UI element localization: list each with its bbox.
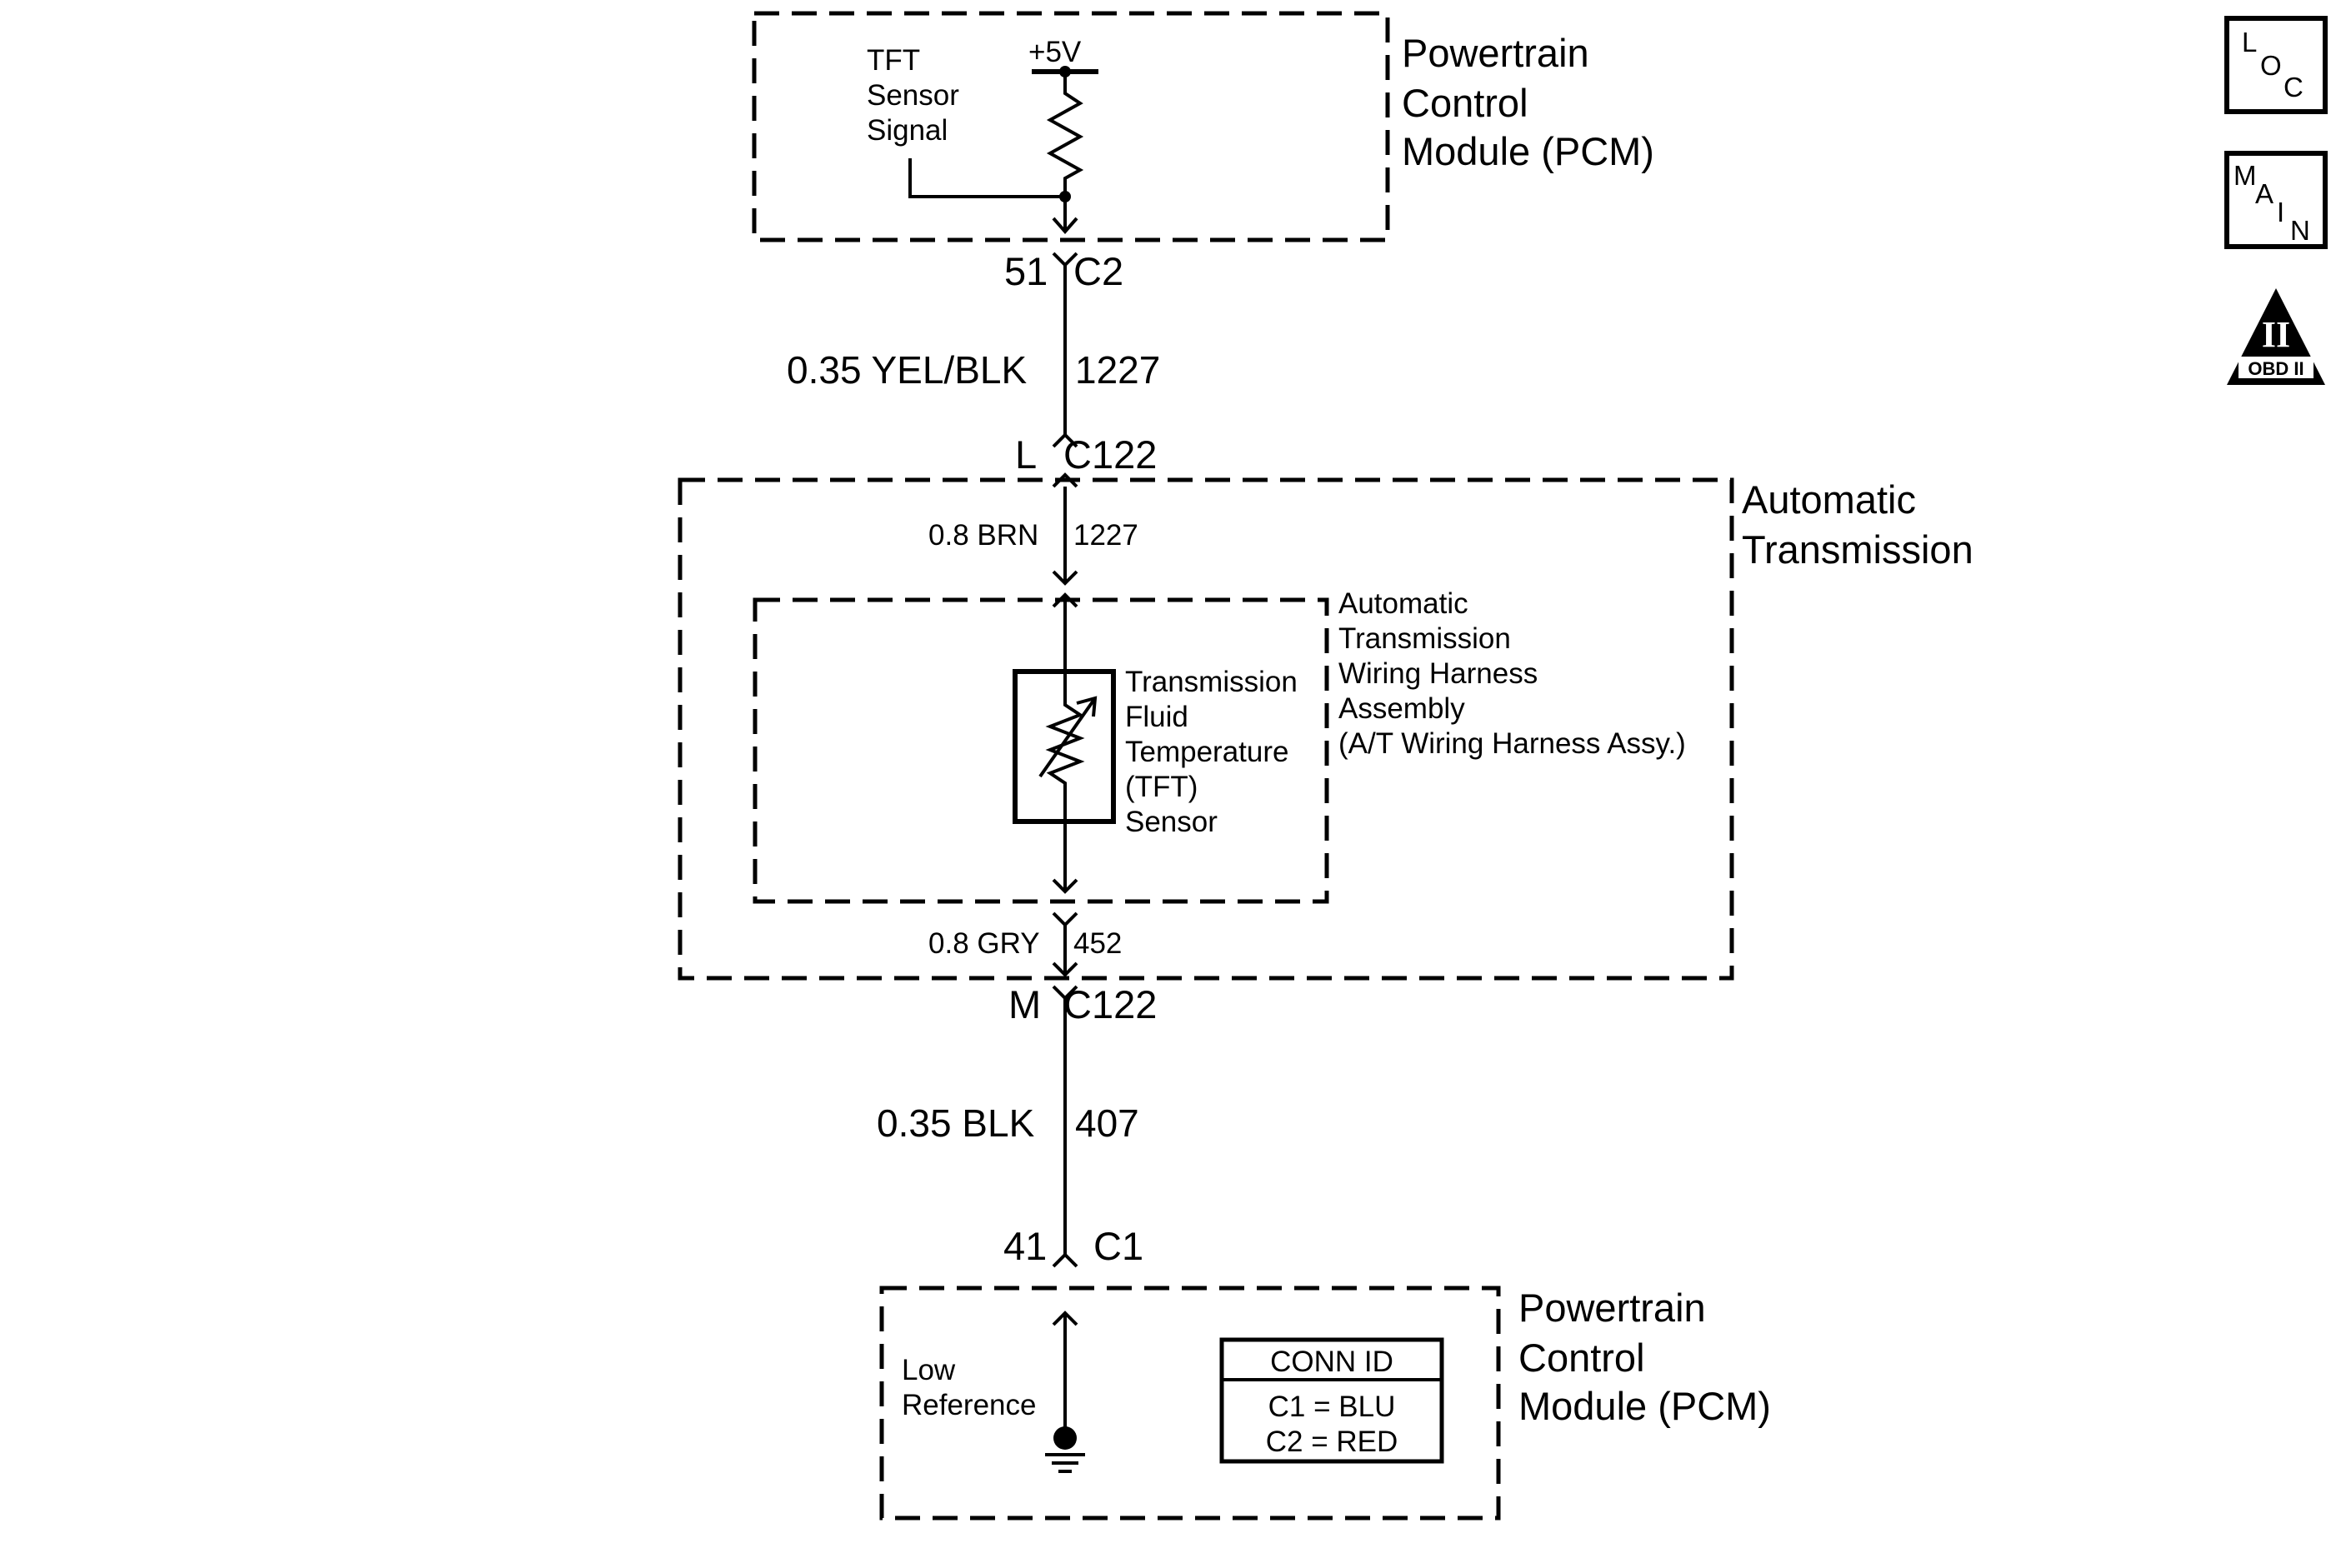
tft-signal-label-3: Signal [867,114,948,147]
tft-sensor-label-4: (TFT) [1125,771,1198,803]
c122-l-pin: L [1015,432,1037,477]
wire-1227-outer-circuit: 1227 [1075,348,1160,392]
loc-icon-letter-o: O [2260,50,2282,81]
harness-label-2: Transmission [1338,622,1511,655]
wire-407-circuit: 407 [1075,1101,1139,1145]
c2-name: C2 [1073,249,1123,293]
conn-id-frame [1219,1337,1444,1464]
pcm-top-label-3: Module (PCM) [1402,129,1654,173]
ground-icon [1045,1426,1085,1473]
wire-407-gauge-color: 0.35 BLK [877,1101,1035,1145]
connector-c122-m: M C122 [1008,982,1157,1026]
connector-c2: 51 C2 [1004,249,1123,293]
supply-5v-label: +5V [1028,36,1082,68]
harness-label-5: (A/T Wiring Harness Assy.) [1338,727,1686,760]
wire-452-gauge-color: 0.8 GRY [928,927,1040,960]
pcm-bottom-boundary [879,1286,1501,1521]
loc-icon-letter-c: C [2283,72,2303,102]
pcm-bottom-label-3: Module (PCM) [1518,1384,1771,1428]
pcm-bottom-label-2: Control [1518,1336,1645,1380]
tft-sensor-label-3: Temperature [1125,736,1288,768]
main-icon-letter-m: M [2233,160,2257,191]
obd-ii-numeral: II [2262,314,2290,355]
tft-signal-label-2: Sensor [867,79,959,112]
wire-1227-inner-arrow-icon [1052,570,1078,586]
c122-m-pin: M [1008,982,1041,1026]
loc-icon-letter-l: L [2242,27,2257,57]
c122-m-name: C122 [1063,982,1157,1026]
c1-name: C1 [1093,1224,1143,1268]
thermistor-icon [1045,672,1085,821]
tft-sensor-label-2: Fluid [1125,701,1188,733]
harness-label-3: Wiring Harness [1338,657,1538,690]
harness-label-1: Automatic [1338,587,1468,620]
wire-452-circuit: 452 [1073,927,1122,960]
pullup-resistor-icon [1046,72,1084,197]
tft-sensor-label-1: Transmission [1125,666,1298,698]
main-icon-letter-i: I [2277,197,2284,227]
pcm-bottom-module: Powertrain Control Module (PCM) Low Refe… [879,1286,1771,1521]
pcm-top-label-2: Control [1402,81,1528,125]
pcm-bottom-label-1: Powertrain [1518,1286,1706,1330]
pcm-top-module: Powertrain Control Module (PCM) TFT Sens… [752,11,1654,242]
harness-boundary [753,597,1329,904]
thermistor-variable-arrow [1038,697,1097,778]
conn-id-header: CONN ID [1270,1346,1393,1378]
tft-sensor-label-5: Sensor [1125,806,1218,838]
obd-ii-text: OBD II [2248,358,2303,379]
auto-trans-label-2: Transmission [1742,527,1973,572]
c1-pin: 41 [1003,1224,1047,1268]
connector-c122-l: L C122 [1015,432,1157,488]
wire-1227-inner-circuit: 1227 [1073,519,1138,552]
wire-452-arrow-icon [1052,961,1078,977]
c1-terminal-icon [1052,1252,1078,1268]
harness-label-4: Assembly [1338,692,1465,725]
loc-icon[interactable]: L O C [2224,16,2328,114]
low-reference-label-1: Low [902,1354,956,1386]
main-icon-letter-n: N [2290,215,2310,246]
thermistor-arrowhead-icon [1076,696,1098,717]
c122-l-terminal-bottom-icon [1052,472,1078,488]
automatic-transmission: Automatic Transmission 0.8 BRN 1227 Auto… [678,477,1973,981]
obd-ii-icon[interactable]: II OBD II [2227,288,2325,385]
connector-c1: 41 C1 [1003,1224,1143,1268]
wire-1227-outer-gauge-color: 0.35 YEL/BLK [787,348,1027,392]
low-reference-label-2: Reference [902,1389,1036,1421]
conn-id-row-c2: C2 = RED [1266,1426,1398,1458]
signal-line [908,158,1065,198]
harness-terminal-bottom-icon [1052,878,1078,894]
wire-452-top-icon [1052,911,1078,927]
main-icon[interactable]: M A I N [2224,151,2328,249]
main-icon-letter-a: A [2255,178,2273,209]
c122-l-name: C122 [1063,432,1157,477]
auto-trans-label-1: Automatic [1742,477,1916,522]
tft-signal-label-1: TFT [867,44,920,77]
pcm-top-arrow-icon [1052,217,1078,235]
c2-pin: 51 [1004,249,1048,293]
conn-id-table: CONN ID C1 = BLU C2 = RED [1219,1337,1444,1464]
pcm-top-boundary [752,11,1390,242]
wire-1227-inner-gauge-color: 0.8 BRN [928,519,1038,552]
auto-trans-boundary [678,477,1734,981]
pcm-top-label-1: Powertrain [1402,31,1589,75]
c122-l-terminal-top-icon [1052,432,1078,448]
conn-id-row-c1: C1 = BLU [1268,1391,1396,1423]
